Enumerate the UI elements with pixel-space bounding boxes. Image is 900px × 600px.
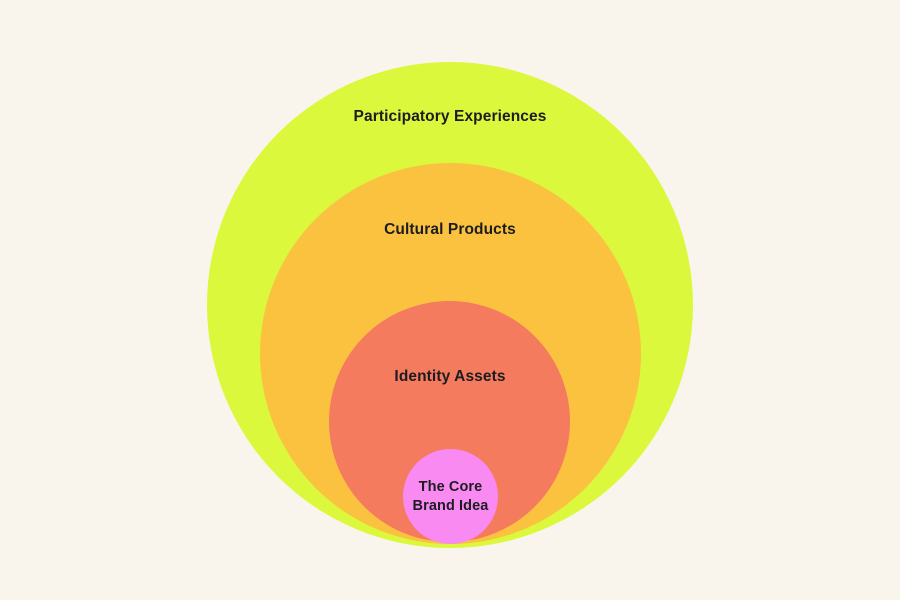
label-core-brand-idea: The Core Brand Idea (412, 478, 489, 514)
label-cultural-products: Cultural Products (384, 221, 516, 238)
label-participatory-experiences: Participatory Experiences (353, 108, 547, 125)
label-identity-assets: Identity Assets (394, 368, 506, 385)
circle-core-brand-idea: The Core Brand Idea (403, 449, 498, 544)
